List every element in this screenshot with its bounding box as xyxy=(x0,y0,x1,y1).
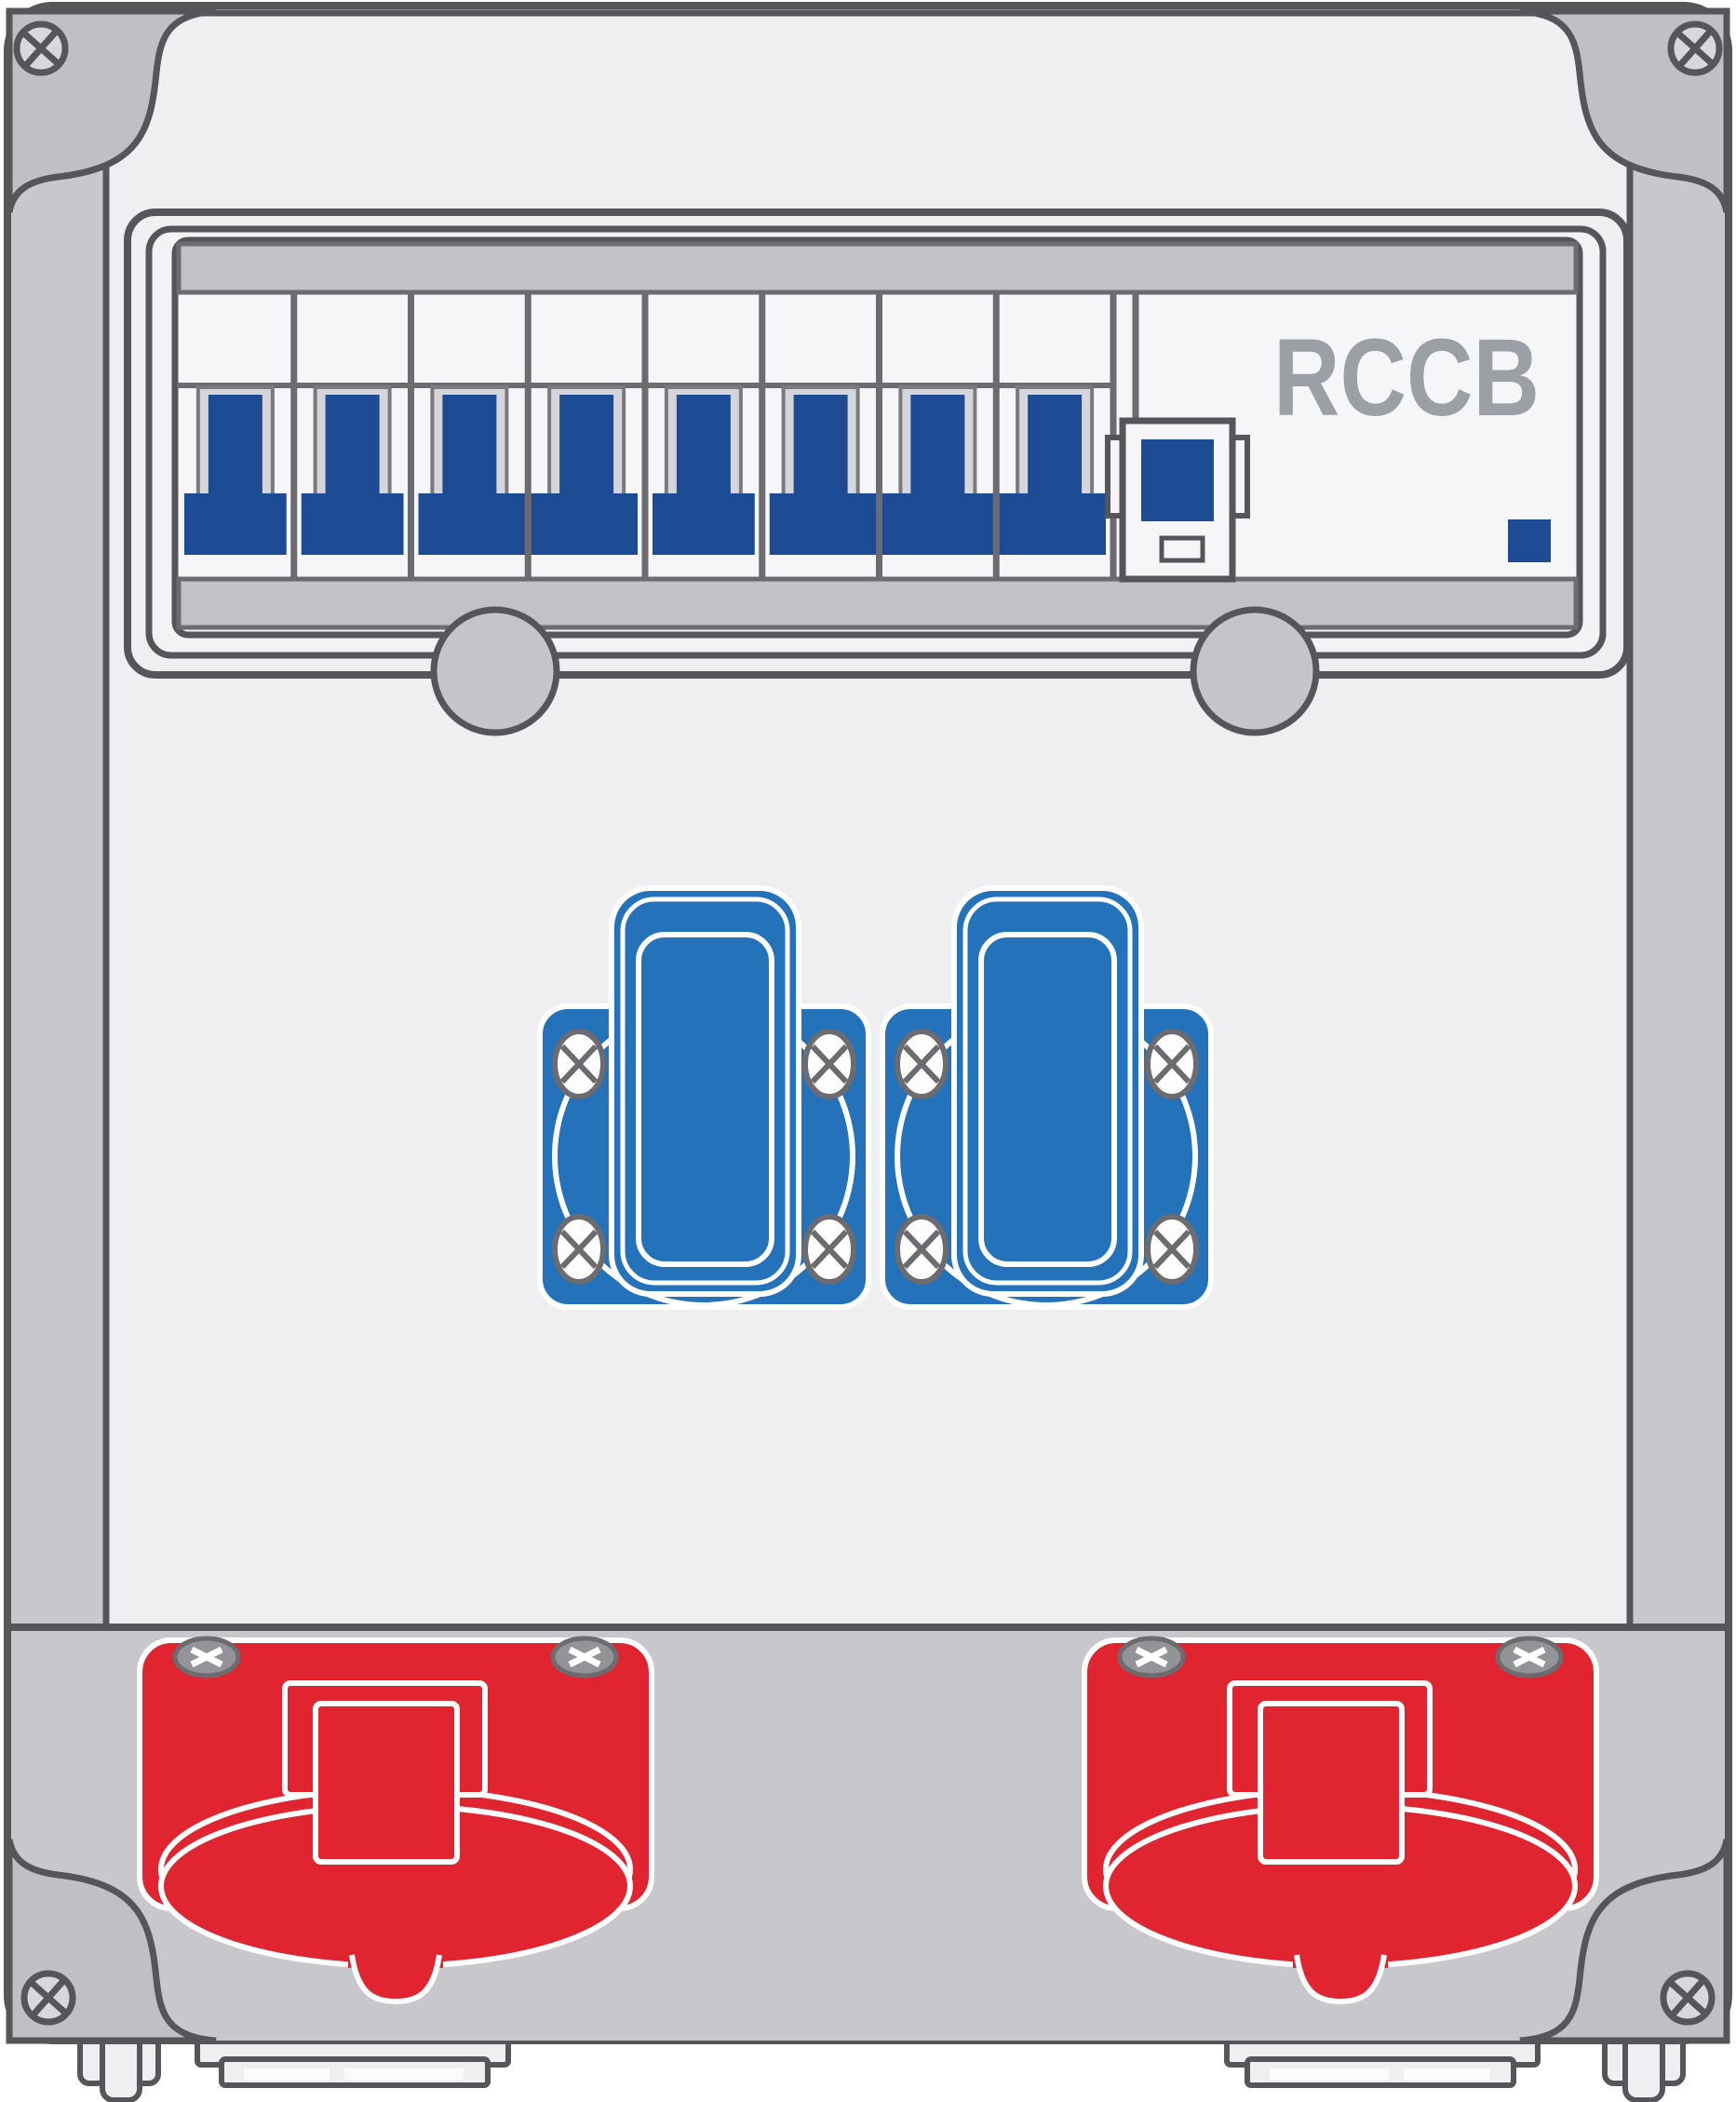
blue-socket-lid-window xyxy=(978,932,1117,1267)
rccb-label: RCCB xyxy=(1273,317,1540,439)
blue-socket-lid-window xyxy=(636,932,774,1267)
rccb-unit xyxy=(1105,417,1250,583)
breaker-toggle[interactable] xyxy=(1028,395,1083,499)
breaker-toggle[interactable] xyxy=(676,395,731,499)
blue-socket[interactable] xyxy=(537,885,871,1310)
window-knob[interactable] xyxy=(430,606,560,736)
blue-socket[interactable] xyxy=(880,885,1214,1310)
screw-icon xyxy=(172,1636,619,1678)
rccb-test-button[interactable] xyxy=(1159,535,1205,563)
breaker-toggle[interactable] xyxy=(208,395,262,499)
screw-icon[interactable] xyxy=(1667,20,1723,76)
blue-socket-lid-rim xyxy=(620,896,790,1286)
screw-icon xyxy=(552,1029,856,1285)
breaker-base xyxy=(184,493,287,555)
window-top-bar xyxy=(176,241,1579,295)
breaker-base xyxy=(301,493,404,555)
breaker-base xyxy=(653,493,755,555)
screw-icon[interactable] xyxy=(13,20,69,76)
breaker-toggle[interactable] xyxy=(442,395,497,499)
rccb-toggle[interactable] xyxy=(1141,439,1214,521)
red-socket-lid-window xyxy=(313,1701,460,1865)
breaker-toggle[interactable] xyxy=(559,395,614,499)
red-socket[interactable] xyxy=(1082,1636,1599,2005)
indicator-square xyxy=(1508,519,1551,562)
breaker-toggle[interactable] xyxy=(325,395,380,499)
red-socket-notch xyxy=(352,1955,439,2001)
breaker-toggle[interactable] xyxy=(910,395,965,499)
breaker-row xyxy=(177,293,1113,579)
red-socket-notch xyxy=(1297,1955,1384,2001)
red-socket-lid-window xyxy=(1258,1701,1405,1865)
breaker-base xyxy=(769,493,1106,555)
screw-icon xyxy=(895,1029,1199,1285)
red-socket[interactable] xyxy=(137,1636,654,2005)
blue-socket-lid-rim xyxy=(962,896,1133,1286)
window-bottom-bar xyxy=(176,576,1579,630)
breaker-toggle[interactable] xyxy=(793,395,848,499)
screw-icon xyxy=(1117,1636,1564,1678)
corner-screws xyxy=(13,20,1723,2026)
window-knob[interactable] xyxy=(1190,606,1320,736)
screw-icon[interactable] xyxy=(1660,1970,1716,2026)
screw-icon[interactable] xyxy=(20,1970,76,2026)
